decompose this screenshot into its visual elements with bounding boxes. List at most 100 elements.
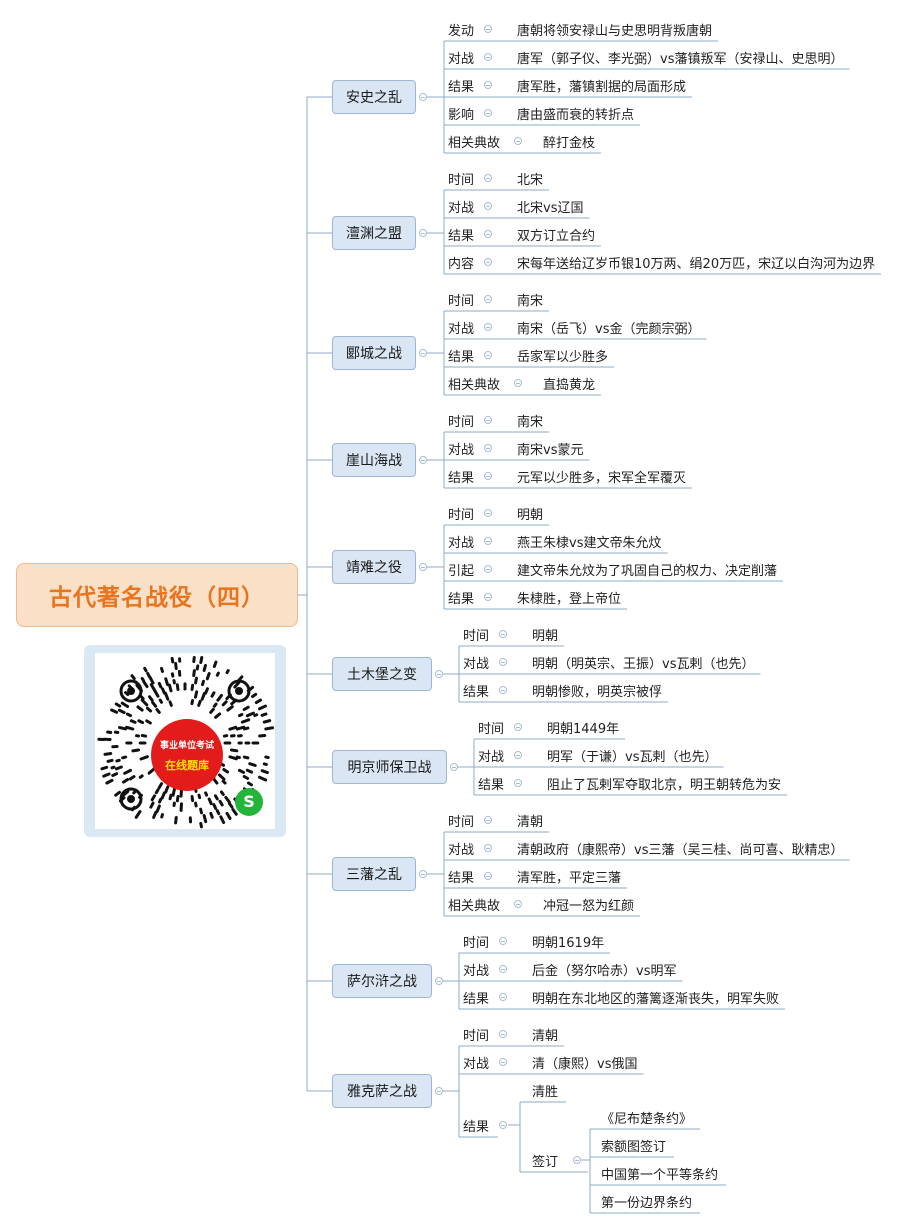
- collapse-toggle-icon[interactable]: [484, 109, 492, 117]
- item-value: 清朝政府（康熙帝）vs三藩（吴三桂、尚可喜、耿精忠）: [517, 843, 844, 858]
- collapse-toggle-icon[interactable]: [484, 351, 492, 359]
- qr-dash: [222, 767, 230, 774]
- battle-node[interactable]: 靖难之役: [332, 550, 416, 584]
- qr-dash: [157, 782, 163, 790]
- collapse-toggle-icon[interactable]: [514, 379, 522, 387]
- item-value: 北宋: [517, 173, 544, 188]
- treaty-detail: 索额图签订: [601, 1140, 667, 1155]
- collapse-toggle-icon[interactable]: [484, 25, 492, 33]
- item-key: 内容: [448, 257, 475, 272]
- item-value: 北宋vs辽国: [517, 201, 584, 216]
- item-key: 对战: [448, 536, 475, 551]
- collapse-toggle-icon[interactable]: [435, 670, 443, 678]
- collapse-toggle-icon[interactable]: [499, 630, 507, 638]
- battle-node[interactable]: 三藩之乱: [332, 857, 416, 891]
- battle-node[interactable]: 澶渊之盟: [332, 216, 416, 250]
- battle-node[interactable]: 崖山海战: [332, 443, 416, 477]
- qr-dash: [226, 705, 234, 712]
- collapse-toggle-icon[interactable]: [514, 137, 522, 145]
- collapse-toggle-icon[interactable]: [484, 323, 492, 331]
- collapse-toggle-icon[interactable]: [499, 1058, 507, 1066]
- battle-node[interactable]: 郾城之战: [332, 336, 416, 370]
- collapse-toggle-icon[interactable]: [450, 763, 458, 771]
- qr-dash: [150, 794, 156, 802]
- item-value: 冲冠一怒为红颜: [543, 899, 635, 914]
- item-value: 双方订立合约: [517, 229, 596, 244]
- collapse-toggle-icon[interactable]: [419, 456, 427, 464]
- collapse-toggle-icon[interactable]: [419, 870, 427, 878]
- qr-dash: [111, 772, 119, 777]
- item-key: 时间: [463, 1029, 490, 1044]
- collapse-toggle-icon[interactable]: [499, 993, 507, 1001]
- collapse-toggle-icon[interactable]: [484, 593, 492, 601]
- collapse-toggle-icon[interactable]: [499, 937, 507, 945]
- qr-dash: [233, 680, 241, 689]
- item-value: 直捣黄龙: [543, 378, 596, 393]
- item-key: 对战: [463, 1057, 490, 1072]
- item-key: 相关典故: [448, 136, 501, 151]
- collapse-toggle-icon[interactable]: [419, 349, 427, 357]
- collapse-toggle-icon[interactable]: [419, 563, 427, 571]
- collapse-toggle-icon[interactable]: [419, 93, 427, 101]
- item-key: 结果: [448, 471, 475, 486]
- qr-dash: [197, 793, 202, 800]
- collapse-toggle-icon[interactable]: [499, 686, 507, 694]
- qr-dash: [190, 698, 195, 706]
- battle-node[interactable]: 明京师保卫战: [332, 750, 447, 784]
- collapse-toggle-icon[interactable]: [419, 229, 427, 237]
- collapse-toggle-icon[interactable]: [514, 900, 522, 908]
- qr-dash: [190, 795, 195, 803]
- item-value: 醉打金枝: [543, 136, 596, 151]
- collapse-toggle-icon[interactable]: [484, 258, 492, 266]
- item-key: 相关典故: [448, 378, 501, 393]
- qr-dash: [212, 702, 218, 708]
- qr-dash: [114, 790, 122, 797]
- collapse-toggle-icon[interactable]: [484, 872, 492, 880]
- collapse-toggle-icon[interactable]: [499, 1121, 507, 1129]
- collapse-toggle-icon[interactable]: [484, 416, 492, 424]
- qr-dash: [215, 809, 221, 816]
- collapse-toggle-icon[interactable]: [573, 1156, 581, 1164]
- battle-node[interactable]: 雅克萨之战: [332, 1074, 432, 1108]
- qr-dash: [110, 765, 116, 770]
- item-key: 对战: [448, 52, 475, 67]
- qr-dash: [102, 772, 111, 778]
- collapse-toggle-icon[interactable]: [514, 751, 522, 759]
- item-key: 结果: [448, 350, 475, 365]
- collapse-toggle-icon[interactable]: [499, 965, 507, 973]
- qr-dash: [190, 683, 195, 691]
- battle-node[interactable]: 土木堡之变: [332, 657, 432, 691]
- qr-dash: [199, 807, 203, 815]
- collapse-toggle-icon[interactable]: [484, 472, 492, 480]
- qr-badge-top: 事业单位考试: [159, 740, 214, 751]
- collapse-toggle-icon[interactable]: [484, 844, 492, 852]
- collapse-toggle-icon[interactable]: [499, 658, 507, 666]
- qr-dash: [240, 718, 251, 724]
- battle-node[interactable]: 安史之乱: [332, 80, 416, 114]
- battle-node[interactable]: 萨尔浒之战: [332, 964, 432, 998]
- collapse-toggle-icon[interactable]: [435, 1087, 443, 1095]
- collapse-toggle-icon[interactable]: [484, 565, 492, 573]
- qr-dash: [170, 656, 175, 664]
- qr-dash: [228, 725, 238, 731]
- collapse-toggle-icon[interactable]: [484, 230, 492, 238]
- collapse-toggle-icon[interactable]: [484, 295, 492, 303]
- collapse-toggle-icon[interactable]: [484, 81, 492, 89]
- collapse-toggle-icon[interactable]: [484, 53, 492, 61]
- qr-dash: [238, 712, 244, 718]
- root-topic[interactable]: 古代著名战役（四）: [16, 563, 298, 627]
- item-value: 明朝: [532, 629, 559, 644]
- collapse-toggle-icon[interactable]: [484, 174, 492, 182]
- collapse-toggle-icon[interactable]: [514, 723, 522, 731]
- item-value: 宋每年送给辽岁币银10万两、绢20万匹，宋辽以白沟河为边界: [517, 257, 876, 272]
- item-key: 时间: [463, 629, 490, 644]
- collapse-toggle-icon[interactable]: [435, 977, 443, 985]
- collapse-toggle-icon[interactable]: [484, 816, 492, 824]
- collapse-toggle-icon[interactable]: [499, 1030, 507, 1038]
- collapse-toggle-icon[interactable]: [514, 779, 522, 787]
- collapse-toggle-icon[interactable]: [484, 444, 492, 452]
- collapse-toggle-icon[interactable]: [484, 537, 492, 545]
- collapse-toggle-icon[interactable]: [484, 509, 492, 517]
- collapse-toggle-icon[interactable]: [484, 202, 492, 210]
- qr-dash: [200, 679, 205, 687]
